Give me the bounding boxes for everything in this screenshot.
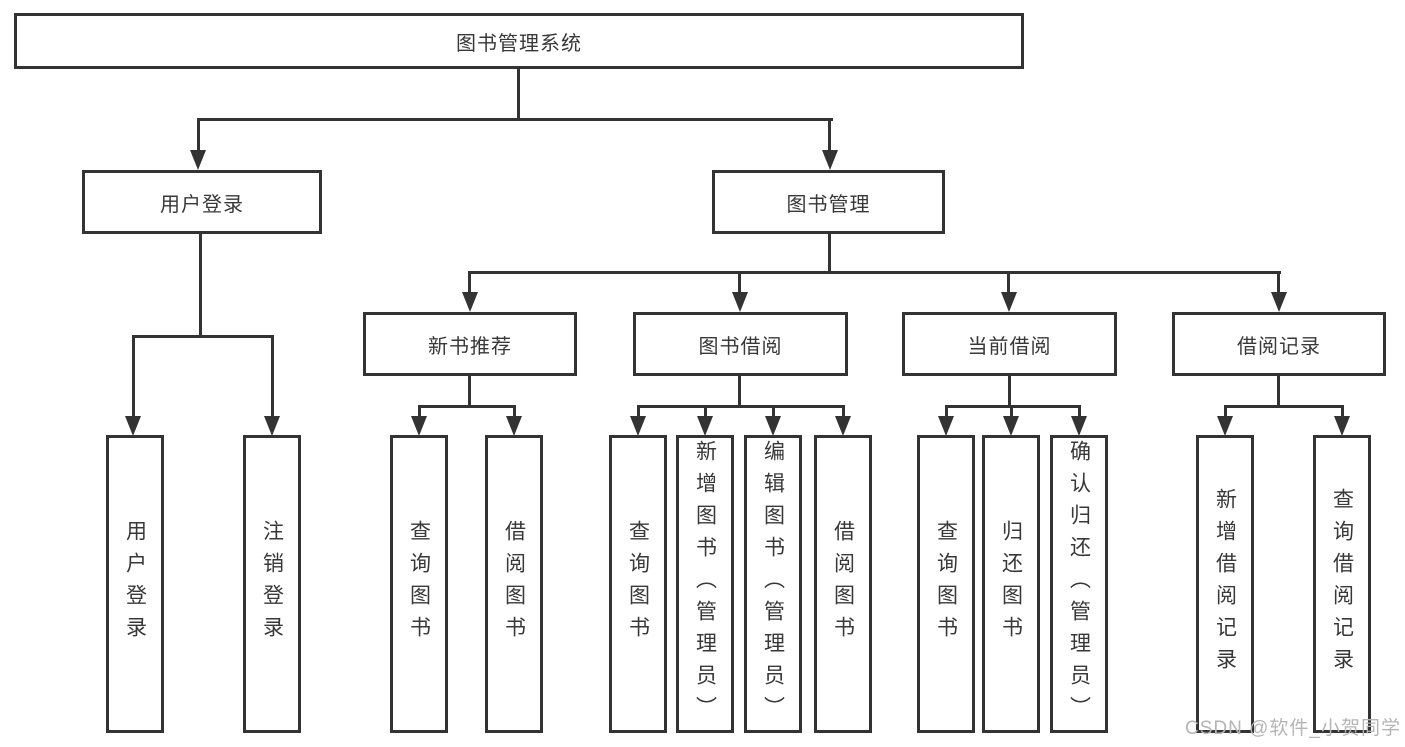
- leaf-current-confirm-return-admin: 确认归还（管理员）: [1050, 435, 1108, 733]
- connector-new-books-stem: [468, 376, 471, 405]
- connector-book-mgmt-stem: [828, 234, 831, 271]
- connector-drop: [513, 408, 516, 416]
- connector-book-borrow-bus: [637, 405, 845, 408]
- arrow-down-icon: [938, 416, 954, 436]
- node-current-borrowing: 当前借阅: [902, 312, 1117, 376]
- arrow-down-icon: [1271, 292, 1287, 312]
- connector-drop-login-leaf: [132, 338, 135, 416]
- connector-drop: [1224, 408, 1227, 416]
- connector-drop: [418, 408, 421, 416]
- connector-drop: [842, 408, 845, 416]
- connector-drop-user-login: [197, 121, 200, 150]
- node-user-login: 用户登录: [82, 170, 322, 234]
- node-book-borrowing: 图书借阅: [633, 312, 848, 376]
- connector-drop: [1010, 408, 1013, 416]
- connector-drop-book-borrow: [738, 274, 741, 292]
- connector-user-login-stem: [199, 234, 202, 335]
- arrow-down-icon: [190, 150, 206, 170]
- arrow-down-icon: [506, 416, 522, 436]
- arrow-down-icon: [630, 416, 646, 436]
- connector-drop-borrow-records: [1277, 274, 1280, 292]
- leaf-current-return-books: 归还图书: [982, 435, 1040, 733]
- leaf-records-add-record: 新增借阅记录: [1196, 435, 1254, 733]
- leaf-borrow-query-books: 查询图书: [609, 435, 667, 733]
- node-borrow-records: 借阅记录: [1172, 312, 1386, 376]
- connector-drop: [945, 408, 948, 416]
- arrow-down-icon: [732, 292, 748, 312]
- connector-drop-new-books: [468, 274, 471, 292]
- connector-drop: [704, 408, 707, 416]
- csdn-watermark: CSDN @软件_小贺同学: [1185, 718, 1401, 739]
- leaf-borrow-edit-book-admin: 编辑图书（管理员）: [744, 435, 802, 733]
- arrow-down-icon: [1334, 416, 1350, 436]
- connector-book-mgmt-bus: [468, 271, 1281, 274]
- connector-drop-book-mgmt: [828, 121, 831, 150]
- arrow-down-icon: [1003, 416, 1019, 436]
- connector-borrow-records-bus: [1224, 405, 1344, 408]
- connector-drop: [1341, 408, 1344, 416]
- connector-current-borrow-bus: [945, 405, 1081, 408]
- arrow-down-icon: [697, 416, 713, 436]
- arrow-down-icon: [765, 416, 781, 436]
- arrow-down-icon: [411, 416, 427, 436]
- connector-user-login-bus: [132, 335, 274, 338]
- leaf-newbooks-borrow-books: 借阅图书: [485, 435, 543, 733]
- arrow-down-icon: [125, 416, 141, 436]
- arrow-down-icon: [1071, 416, 1087, 436]
- connector-drop-logout-leaf: [271, 338, 274, 416]
- arrow-down-icon: [835, 416, 851, 436]
- node-book-management: 图书管理: [712, 170, 945, 234]
- connector-new-books-bus: [418, 405, 516, 408]
- connector-current-borrow-stem: [1008, 376, 1011, 405]
- arrow-down-icon: [1001, 292, 1017, 312]
- connector-root-bus: [197, 118, 833, 121]
- connector-drop: [1078, 408, 1081, 416]
- leaf-logout: 注销登录: [243, 435, 301, 733]
- connector-book-borrow-stem: [738, 376, 741, 405]
- connector-root-stem: [517, 69, 520, 118]
- connector-drop: [772, 408, 775, 416]
- leaf-records-query-record: 查询借阅记录: [1313, 435, 1371, 733]
- arrow-down-icon: [462, 292, 478, 312]
- connector-borrow-records-stem: [1277, 376, 1280, 405]
- node-new-book-recommend: 新书推荐: [363, 312, 577, 376]
- leaf-newbooks-query-books: 查询图书: [390, 435, 448, 733]
- arrow-down-icon: [1217, 416, 1233, 436]
- leaf-borrow-add-book-admin: 新增图书（管理员）: [676, 435, 734, 733]
- connector-drop-current-borrow: [1007, 274, 1010, 292]
- arrow-down-icon: [264, 416, 280, 436]
- connector-drop: [637, 408, 640, 416]
- leaf-current-query-books: 查询图书: [917, 435, 975, 733]
- leaf-borrow-borrow-books: 借阅图书: [814, 435, 872, 733]
- arrow-down-icon: [822, 150, 838, 170]
- leaf-user-login: 用户登录: [106, 435, 164, 733]
- node-library-management-system: 图书管理系统: [14, 13, 1024, 69]
